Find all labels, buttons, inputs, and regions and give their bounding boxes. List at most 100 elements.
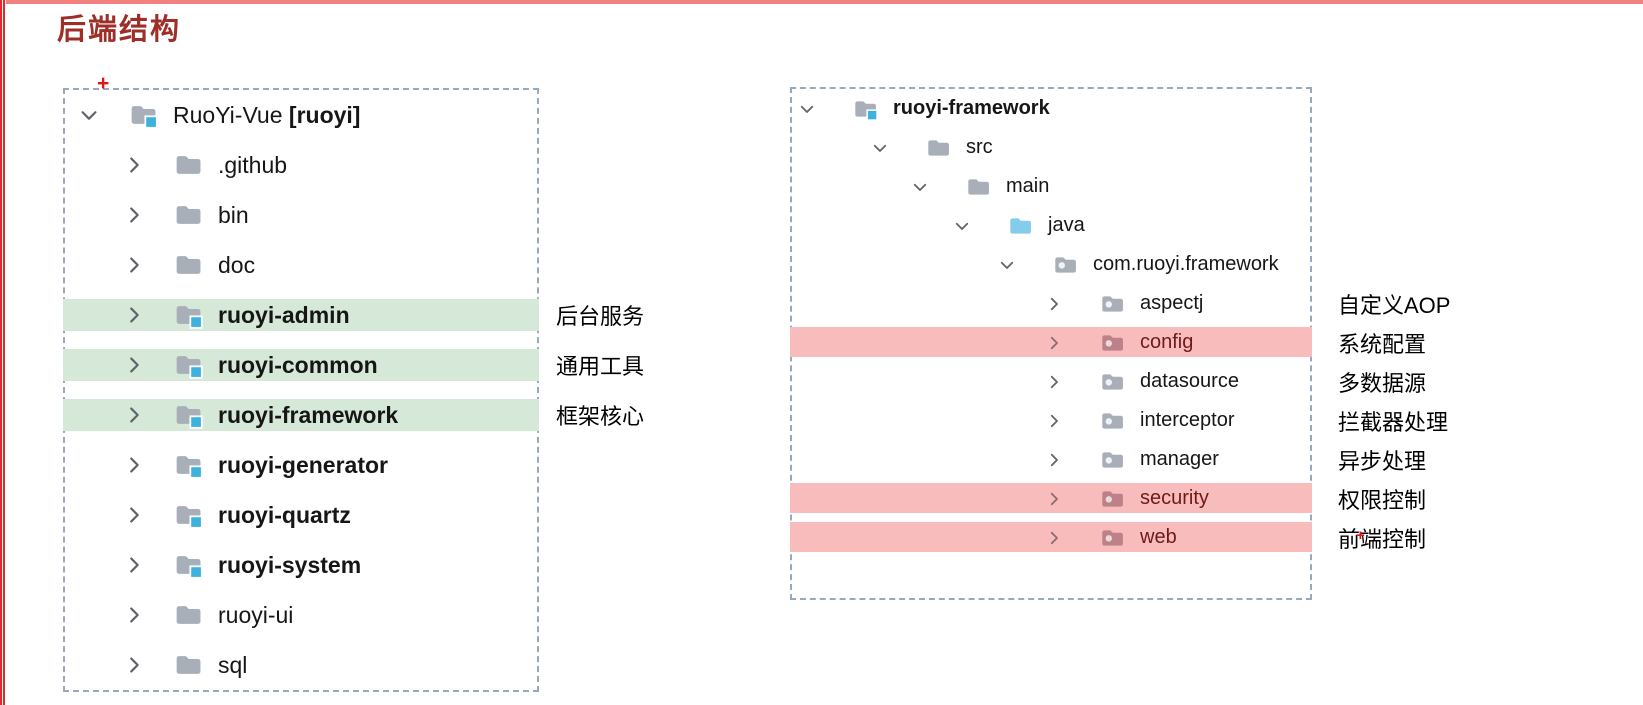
tree-row-ruoyi-quartz[interactable]: ruoyi-quartz [65, 490, 537, 540]
chevron-right-icon[interactable] [122, 254, 146, 276]
annotation-label: 异步处理 [1338, 448, 1427, 474]
source-folder-icon [1006, 213, 1036, 239]
chevron-right-icon[interactable] [122, 654, 146, 676]
annotation-label: 通用工具 [556, 354, 645, 379]
module-folder-icon [172, 450, 206, 480]
ruoyi-vue-project-tree: RuoYi-Vue [ruoyi] .github bin doc ruoyi-admi… [63, 90, 644, 690]
chevron-right-icon[interactable] [122, 554, 146, 576]
tree-row-ruoyi-vue[interactable]: RuoYi-Vue [ruoyi] [65, 90, 537, 140]
tree-row-com-ruoyi-framework[interactable]: com.ruoyi.framework [792, 245, 1310, 284]
module-folder-icon [172, 500, 206, 530]
page-title: 后端结构 [57, 14, 182, 46]
chevron-right-icon[interactable] [122, 504, 146, 526]
tree-item-label: interceptor [1140, 409, 1235, 431]
chevron-down-icon[interactable] [870, 139, 890, 157]
tree-row-ruoyi-common[interactable]: ruoyi-common 通用工具 [63, 340, 644, 390]
tree-item-label: com.ruoyi.framework [1093, 253, 1279, 275]
chevron-right-icon[interactable] [1044, 295, 1064, 313]
annotation-label: 框架核心 [556, 404, 645, 429]
chevron-right-icon[interactable] [122, 404, 146, 426]
tree-row-ruoyi-generator[interactable]: ruoyi-generator [65, 440, 537, 490]
folder-icon [172, 650, 206, 680]
package-icon [1098, 447, 1128, 473]
tree-row-java[interactable]: java [792, 206, 1310, 245]
tree-item-label: security [1140, 487, 1209, 509]
folder-icon [924, 135, 954, 161]
annotation-label: 权限控制 [1338, 487, 1427, 513]
green-highlight-bar [63, 349, 539, 381]
chevron-right-icon[interactable] [122, 154, 146, 176]
annotation-label: 系统配置 [1338, 331, 1427, 357]
tree-item-label: bin [218, 201, 249, 228]
chevron-right-icon[interactable] [1044, 451, 1064, 469]
tree-row-sql[interactable]: sql [65, 640, 537, 690]
tree-row-ruoyi-system[interactable]: ruoyi-system [65, 540, 537, 590]
tree-item-label: ruoyi-common [218, 351, 378, 378]
tree-item-label: .github [218, 151, 288, 178]
pink-highlight-bar [790, 327, 1312, 357]
tree-row-main[interactable]: main [792, 167, 1310, 206]
module-folder-icon [172, 550, 206, 580]
tree-item-label: ruoyi-framework [893, 97, 1050, 119]
chevron-right-icon[interactable] [122, 604, 146, 626]
folder-icon [172, 200, 206, 230]
chevron-down-icon[interactable] [997, 256, 1017, 274]
chevron-down-icon[interactable] [77, 104, 101, 126]
green-highlight-bar [63, 299, 539, 331]
chevron-right-icon[interactable] [122, 204, 146, 226]
tree-row-doc[interactable]: doc [65, 240, 537, 290]
module-folder-icon [851, 96, 881, 122]
chevron-right-icon[interactable] [1044, 373, 1064, 391]
module-folder-icon [172, 400, 206, 430]
tree-item-label: datasource [1140, 370, 1239, 392]
project-tree-selection-box: RuoYi-Vue [ruoyi] .github bin doc ruoyi-admi… [63, 88, 644, 692]
module-folder-icon [127, 100, 161, 130]
chevron-right-icon[interactable] [1044, 490, 1064, 508]
folder-icon [964, 174, 994, 200]
chevron-down-icon[interactable] [910, 178, 930, 196]
tree-item-label: ruoyi-admin [218, 301, 350, 328]
chevron-down-icon[interactable] [797, 100, 817, 118]
package-icon [1098, 525, 1128, 551]
chevron-right-icon[interactable] [1044, 412, 1064, 430]
tree-row-datasource[interactable]: datasource 多数据源 [792, 362, 1426, 401]
cursor-plus-icon: + [97, 72, 110, 95]
module-folder-icon [172, 300, 206, 330]
slide-top-border [0, 0, 1643, 4]
chevron-right-icon[interactable] [122, 304, 146, 326]
tree-row-github[interactable]: .github [65, 140, 537, 190]
tree-item-label: RuoYi-Vue [ruoyi] [173, 101, 361, 128]
chevron-down-icon[interactable] [952, 217, 972, 235]
tree-row-bin[interactable]: bin [65, 190, 537, 240]
folder-icon [172, 600, 206, 630]
package-icon [1098, 291, 1128, 317]
annotation-label: 多数据源 [1338, 370, 1427, 396]
folder-icon [172, 250, 206, 280]
tree-row-ruoyi-admin[interactable]: ruoyi-admin 后台服务 [63, 290, 644, 340]
tree-row-ruoyi-framework[interactable]: ruoyi-framework [792, 89, 1310, 128]
package-icon [1098, 369, 1128, 395]
tree-row-src[interactable]: src [792, 128, 1310, 167]
tree-row-ruoyi-ui[interactable]: ruoyi-ui [65, 590, 537, 640]
package-icon [1051, 252, 1081, 278]
chevron-right-icon[interactable] [122, 454, 146, 476]
pink-highlight-bar [790, 522, 1312, 552]
tree-row-manager[interactable]: manager 异步处理 [792, 440, 1426, 479]
tree-item-label: doc [218, 251, 256, 278]
tree-item-label: manager [1140, 448, 1219, 470]
tree-item-label: ruoyi-ui [218, 601, 294, 628]
tree-row-security[interactable]: security 权限控制 [790, 479, 1426, 518]
annotation-label: 后台服务 [556, 304, 645, 329]
chevron-right-icon[interactable] [122, 354, 146, 376]
chevron-right-icon[interactable] [1044, 529, 1064, 547]
package-icon [1098, 408, 1128, 434]
tree-item-label: src [966, 136, 993, 158]
chevron-right-icon[interactable] [1044, 334, 1064, 352]
